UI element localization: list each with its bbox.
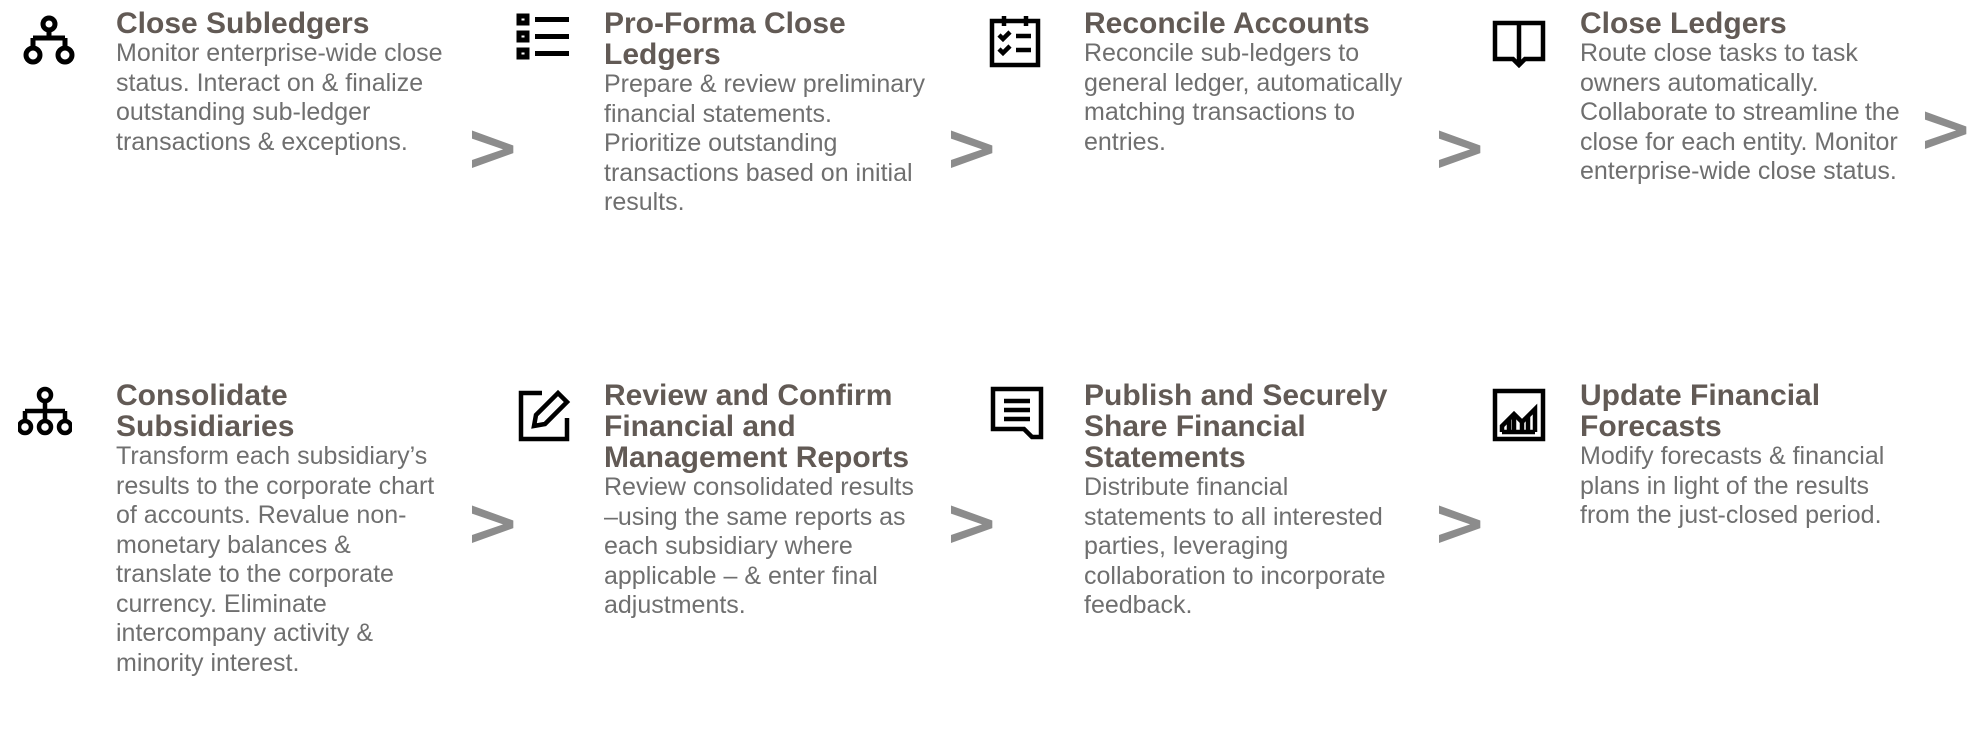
flow-arrow: > — [1918, 90, 1969, 167]
step-description: Monitor enterprise-wide close status. In… — [116, 39, 443, 156]
step-description: Distribute financial statements to all i… — [1084, 473, 1386, 619]
step-description: Route close tasks to task owners automat… — [1580, 39, 1900, 185]
step-description: Modify forecasts & financial plans in li… — [1580, 442, 1885, 529]
step-title: Reconcile Accounts — [1084, 7, 1370, 40]
book-icon — [1492, 14, 1546, 68]
step-title: Publish and Securely Share Financial Sta… — [1084, 379, 1388, 474]
checklist-icon — [988, 14, 1042, 68]
step-title: Review and Confirm Financial and Managem… — [604, 379, 910, 474]
step-title: Close Ledgers — [1580, 7, 1787, 40]
chart-icon — [1492, 388, 1546, 442]
list-icon — [516, 12, 570, 66]
flow-arrow: > — [944, 484, 1000, 561]
document-icon — [990, 386, 1044, 440]
flow-arrow: > — [465, 484, 521, 561]
consolidation-hierarchy-icon — [18, 386, 72, 440]
flow-arrow: > — [1432, 109, 1488, 186]
step-title: Pro-Forma Close Ledgers — [604, 7, 846, 71]
step-description: Transform each subsidiary’s results to t… — [116, 442, 435, 677]
step-title: Close Subledgers — [116, 7, 370, 40]
flow-arrow: > — [944, 109, 1000, 186]
flow-arrow: > — [465, 109, 521, 186]
step-description: Review consolidated results –using the s… — [604, 473, 914, 619]
edit-icon — [518, 388, 572, 442]
org-hierarchy-icon — [22, 14, 76, 68]
step-title: Update Financial Forecasts — [1580, 379, 1821, 443]
step-description: Reconcile sub-ledgers to general ledger,… — [1084, 39, 1403, 156]
step-title: Consolidate Subsidiaries — [116, 379, 295, 443]
step-description: Prepare & review preliminary financial s… — [604, 70, 925, 216]
flow-arrow: > — [1432, 484, 1488, 561]
